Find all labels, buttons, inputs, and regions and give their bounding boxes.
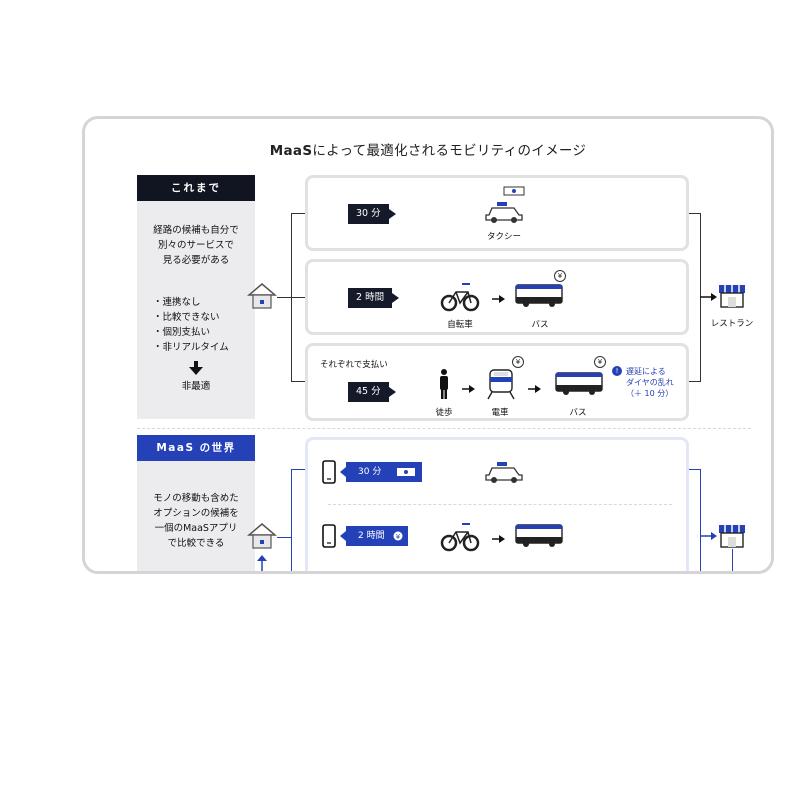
mode-label-train: 電車 xyxy=(491,408,509,418)
row-divider xyxy=(328,504,672,505)
diagram-card: MaaSによって最適化されるモビリティのイメージ これまで 経路の候補も自分で … xyxy=(82,116,774,574)
diagram-title: MaaSによって最適化されるモビリティのイメージ xyxy=(85,139,771,159)
maas-header: MaaS の世界 xyxy=(137,435,255,461)
taxi-icon xyxy=(485,462,523,483)
arrow-down-icon xyxy=(189,361,203,375)
connector xyxy=(277,297,291,298)
bus-icon xyxy=(515,284,563,307)
maas-time-badge: 30 分 xyxy=(340,462,422,482)
arrow-right-icon xyxy=(462,385,475,393)
cash-icon xyxy=(503,186,525,196)
before-description: 経路の候補も自分で 別々のサービスで 見る必要がある xyxy=(153,225,239,266)
title-prefix: MaaS xyxy=(269,143,313,159)
arrow-up-icon xyxy=(257,555,267,571)
house-icon xyxy=(247,523,277,549)
bracket-left-maas xyxy=(291,469,292,571)
maas-app-box: 30 分 2 時間 ¥ xyxy=(305,437,689,571)
yen-icon: ¥ xyxy=(554,270,566,282)
bracket-right-maas xyxy=(700,469,701,571)
maas-panel: モノの移動も含めた オプションの候補を 一個のMaaSアプリ で比較できる xyxy=(137,461,255,571)
smartphone-icon xyxy=(322,460,336,484)
route-box-bike-bus: 2 時間 ¥ 自転車 バス xyxy=(305,259,689,335)
mode-label-taxi: タクシー xyxy=(486,232,521,242)
before-result: 非最適 xyxy=(181,381,211,392)
yen-icon: ¥ xyxy=(393,531,403,541)
house-icon xyxy=(247,283,277,309)
arrow-right-icon xyxy=(492,295,505,303)
time-badge: 2 時間 xyxy=(348,288,400,308)
mode-label-walk: 徒歩 xyxy=(435,408,453,418)
before-panel: 経路の候補も自分で 別々のサービスで 見る必要がある ・連携なし ・比較できない… xyxy=(137,201,255,419)
taxi-icon xyxy=(485,202,523,223)
yen-icon: ¥ xyxy=(594,356,606,368)
bicycle-icon xyxy=(440,523,480,552)
bus-icon xyxy=(515,524,563,547)
alert-icon: ! xyxy=(612,366,622,376)
mode-label-bus: バス xyxy=(531,320,549,330)
arrow-right-icon xyxy=(492,535,505,543)
yen-icon: ¥ xyxy=(512,356,524,368)
smartphone-icon xyxy=(322,524,336,548)
mode-label-bus: バス xyxy=(569,408,587,418)
train-icon xyxy=(487,369,515,400)
bicycle-icon xyxy=(440,283,480,312)
restaurant-icon xyxy=(719,285,745,308)
svg-text:¥: ¥ xyxy=(396,533,401,541)
maas-time-badge: 2 時間 ¥ xyxy=(340,526,408,546)
payment-note: それぞれで支払い xyxy=(320,360,388,370)
before-header: これまで xyxy=(137,175,255,201)
mode-label-bicycle: 自転車 xyxy=(447,320,473,330)
destination-label: レストラン xyxy=(710,319,754,329)
route-box-taxi: 30 分 タクシー xyxy=(305,175,689,251)
arrow-right-icon xyxy=(528,385,541,393)
route-box-walk-train-bus: それぞれで支払い 45 分 ¥ ¥ 徒歩 電車 バス xyxy=(305,343,689,421)
arrow-right-icon xyxy=(700,532,717,540)
time-badge: 30 分 xyxy=(348,204,396,224)
walking-person-icon xyxy=(440,369,448,399)
before-bullets: ・連携なし ・比較できない ・個別支払い ・非リアルタイム xyxy=(153,297,229,353)
time-badge: 45 分 xyxy=(348,382,396,402)
section-divider xyxy=(137,428,751,429)
bus-icon xyxy=(555,372,603,395)
cash-icon xyxy=(397,468,415,476)
delay-alert: 遅延による ダイヤの乱れ （＋ 10 分） xyxy=(626,367,674,398)
restaurant-icon xyxy=(719,525,745,548)
arrow-right-icon xyxy=(700,293,717,301)
maas-description: モノの移動も含めた オプションの候補を 一個のMaaSアプリ で比較できる xyxy=(153,493,239,549)
title-rest: によって最適化されるモビリティのイメージ xyxy=(312,143,587,159)
